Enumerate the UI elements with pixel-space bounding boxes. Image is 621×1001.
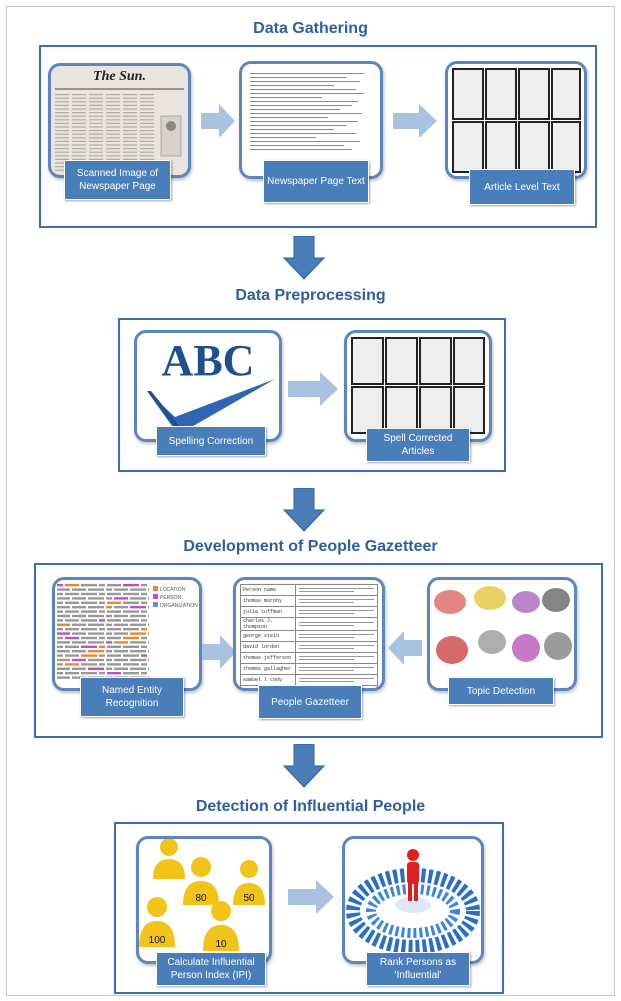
- gazetteer-docs-cell: [295, 652, 378, 664]
- abc-text: ABC: [161, 336, 255, 385]
- right-arrow-icon: [288, 372, 338, 406]
- topic-detection-card: [427, 577, 577, 691]
- ipi-value-80: 80: [195, 893, 207, 904]
- heading-data-gathering: Data Gathering: [253, 20, 368, 37]
- gazetteer-row: thomas murphy: [240, 595, 378, 607]
- gazetteer-docs-cell: [295, 584, 378, 596]
- gazetteer-person-name: julia tuffman: [240, 606, 296, 618]
- gazetteer-row: thomas jefferson: [240, 652, 378, 664]
- ipi-persons-graphic: 80 50 100 10: [139, 839, 265, 951]
- spell-corrected-card: [344, 330, 492, 442]
- gazetteer-row: samuel l cody: [240, 674, 378, 686]
- gazetteer-person-name: thomas gallagher: [240, 663, 296, 675]
- gazetteer-person-name: thomas murphy: [240, 595, 296, 607]
- section-influential-people: 80 50 100 10 Calculate Influential Perso…: [114, 822, 504, 994]
- heading-detection-influential: Detection of Influential People: [195, 798, 426, 815]
- gazetteer-docs-cell: [295, 606, 378, 618]
- gazetteer-row: julia tuffman: [240, 606, 378, 618]
- spelling-correction-label: Spelling Correction: [156, 426, 266, 456]
- ipi-card: 80 50 100 10: [136, 836, 272, 964]
- ner-legend-location: LOCATION: [153, 586, 198, 594]
- right-arrow-icon: [393, 104, 437, 138]
- ipi-value-50: 50: [243, 893, 255, 904]
- gazetteer-docs-cell: [295, 595, 378, 607]
- crowd-graphic: [346, 849, 480, 954]
- ipi-value-100: 100: [149, 935, 166, 946]
- heading-development-gazetteer: Development of People Gazetteer: [183, 538, 438, 555]
- gazetteer-docs-cell: [295, 674, 378, 686]
- newspaper-title: The Sun.: [93, 69, 146, 84]
- ner-card: LOCATION PERSON ORGANIZATION: [52, 577, 202, 691]
- gazetteer-person-name: Person name: [240, 584, 296, 596]
- section-people-gazetteer: LOCATION PERSON ORGANIZATION Named Entit…: [34, 563, 603, 738]
- outer-frame: [6, 6, 615, 996]
- ner-legend: LOCATION PERSON ORGANIZATION: [153, 586, 198, 610]
- ner-text-graphic: [57, 584, 149, 679]
- corrected-articles-graphic: [351, 337, 485, 434]
- ner-legend-person: PERSON: [153, 594, 198, 602]
- right-arrow-icon: [201, 104, 235, 138]
- gazetteer-docs-cell: [295, 617, 378, 631]
- ner-legend-organization: ORGANIZATION: [153, 602, 198, 610]
- gazetteer-row: Person name: [240, 584, 378, 596]
- page-text-lines: [250, 70, 370, 153]
- gazetteer-docs-cell: [295, 630, 378, 642]
- rank-persons-card: [342, 836, 484, 964]
- left-arrow-icon: [388, 631, 422, 665]
- article-level-card: [445, 61, 587, 179]
- gazetteer-row: david lordon: [240, 641, 378, 653]
- right-arrow-icon: [288, 880, 334, 914]
- people-gazetteer-label: People Gazetteer: [258, 685, 362, 719]
- page-text-label: Newspaper Page Text: [263, 160, 369, 203]
- spell-corrected-label: Spell Corrected Articles: [366, 428, 470, 462]
- section-data-gathering: The Sun. Scanned Image of Newspaper Page…: [39, 45, 597, 228]
- person-icon: [407, 849, 419, 901]
- section-data-preprocessing: ABC Spelling Correction Spell Corrected …: [118, 318, 506, 472]
- gazetteer-person-name: thomas jefferson: [240, 652, 296, 664]
- gazetteer-row: george stein: [240, 630, 378, 642]
- gazetteer-person-name: george stein: [240, 630, 296, 642]
- articles-grid-graphic: [452, 68, 581, 173]
- article-level-label: Article Level Text: [469, 169, 575, 205]
- newspaper-columns-graphic: [55, 88, 184, 171]
- ner-label: Named Entity Recognition: [80, 677, 184, 717]
- gazetteer-row: thomas gallagher: [240, 663, 378, 675]
- person-icon: [139, 839, 265, 951]
- gazetteer-docs-cell: [295, 641, 378, 653]
- word-cloud-graphic: [434, 586, 572, 664]
- topic-detection-label: Topic Detection: [448, 677, 554, 705]
- checkmark-icon: [147, 379, 275, 433]
- down-arrow-icon: [282, 236, 326, 280]
- gazetteer-docs-cell: [295, 663, 378, 675]
- ipi-label: Calculate Influential Person Index (IPI): [156, 952, 266, 986]
- down-arrow-icon: [282, 744, 326, 788]
- heading-data-preprocessing: Data Preprocessing: [235, 287, 386, 304]
- scanned-image-label: Scanned Image of Newspaper Page: [64, 160, 171, 200]
- gazetteer-person-name: charles J. thompson: [240, 617, 296, 631]
- gazetteer-person-name: samuel l cody: [240, 674, 296, 686]
- left-arrow-icon: [202, 635, 236, 669]
- gazetteer-row: charles J. thompson: [240, 617, 378, 631]
- ipi-value-10: 10: [215, 939, 227, 950]
- gazetteer-person-name: david lordon: [240, 641, 296, 653]
- rank-persons-label: Rank Persons as 'Influential': [366, 952, 470, 986]
- down-arrow-icon: [282, 488, 326, 532]
